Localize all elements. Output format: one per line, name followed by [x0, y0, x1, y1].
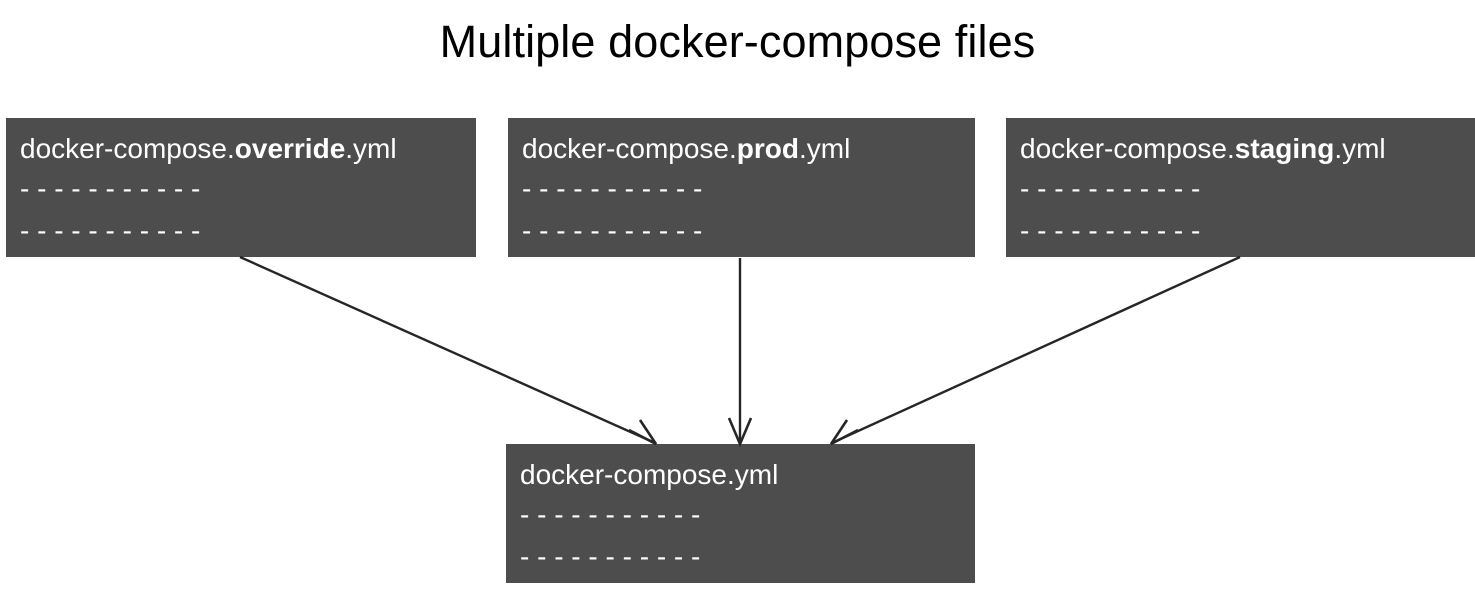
- file-name-emphasis: staging: [1234, 133, 1335, 164]
- file-name-prefix: docker-compose.yml: [520, 459, 779, 490]
- content-dash-line-2: - - - - - - - - - - -: [520, 541, 701, 572]
- file-name-prod: docker-compose.prod.yml: [522, 132, 975, 166]
- content-dash-line-2: - - - - - - - - - - -: [1020, 215, 1201, 246]
- file-box-staging: docker-compose.staging.yml - - - - - - -…: [1006, 118, 1475, 257]
- content-dash-line-1: - - - - - - - - - - -: [522, 173, 703, 204]
- file-name-suffix: .yml: [345, 133, 397, 164]
- content-dash-line-1: - - - - - - - - - - -: [520, 499, 701, 530]
- page-title: Multiple docker-compose files: [439, 16, 1036, 67]
- arrow-override-to-base: [239, 255, 658, 446]
- file-box-prod: docker-compose.prod.yml - - - - - - - - …: [508, 118, 975, 257]
- file-name-base: docker-compose.yml: [520, 458, 975, 492]
- file-name-prefix: docker-compose.: [1020, 133, 1235, 164]
- content-dash-line-1: - - - - - - - - - - -: [20, 173, 201, 204]
- content-dash-line-2: - - - - - - - - - - -: [522, 215, 703, 246]
- content-dash-line-2: - - - - - - - - - - -: [20, 215, 201, 246]
- file-box-override: docker-compose.override.yml - - - - - - …: [6, 118, 476, 257]
- file-name-override: docker-compose.override.yml: [20, 132, 476, 166]
- file-name-prefix: docker-compose.: [20, 133, 235, 164]
- file-name-suffix: .yml: [1334, 133, 1386, 164]
- file-name-emphasis: override: [234, 133, 346, 164]
- file-name-emphasis: prod: [736, 133, 799, 164]
- arrow-staging-to-base: [829, 255, 1241, 446]
- content-dash-line-1: - - - - - - - - - - -: [1020, 173, 1201, 204]
- arrow-prod-to-base: [727, 258, 753, 448]
- file-name-staging: docker-compose.staging.yml: [1020, 132, 1475, 166]
- file-name-prefix: docker-compose.: [522, 133, 737, 164]
- file-box-base: docker-compose.yml - - - - - - - - - - -…: [506, 444, 975, 583]
- file-name-suffix: .yml: [798, 133, 851, 164]
